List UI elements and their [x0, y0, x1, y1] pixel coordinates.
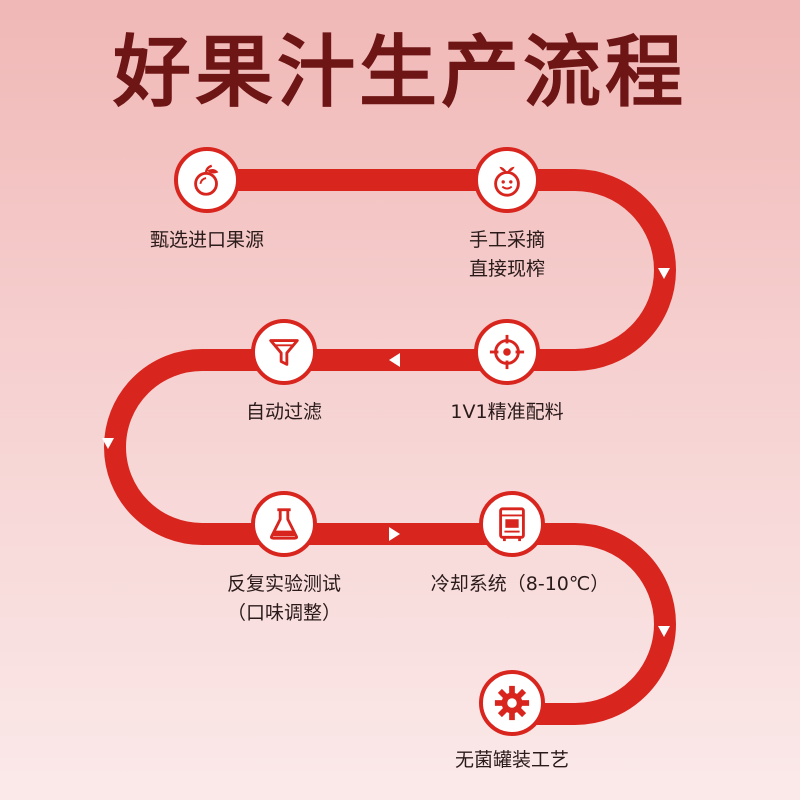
- step-label: 自动过滤: [245, 401, 323, 423]
- path-track: [104, 169, 676, 725]
- cooling-machine-icon: [499, 507, 525, 542]
- step-node-aseptic-filling: [479, 670, 545, 736]
- page-title: 好果汁生产流程: [112, 28, 687, 118]
- step-label: 甄选进口果源: [149, 229, 265, 251]
- direction-arrow: [658, 626, 670, 637]
- step-node-auto-filter: [251, 319, 317, 385]
- hand-picked-fruit-icon: [494, 166, 520, 197]
- step-node-lab-testing: [251, 491, 317, 557]
- step-label: 无菌罐装工艺: [454, 749, 570, 771]
- step-label: 1V1精准配料: [450, 401, 564, 423]
- lab-flask-icon: [270, 508, 298, 540]
- direction-arrow: [389, 527, 400, 541]
- direction-arrow: [658, 268, 670, 279]
- filter-funnel-icon: [269, 339, 299, 366]
- step-node-precise-ingredients: [474, 319, 540, 385]
- target-crosshair-icon: [489, 334, 525, 370]
- orange-icon: [194, 164, 219, 196]
- step-label: 反复实验测试 （口味调整）: [226, 573, 342, 624]
- step-label: 冷却系统（8-10℃）: [430, 573, 610, 595]
- step-label: 手工采摘 直接现榨: [468, 229, 546, 280]
- step-node-hand-picked: [474, 147, 540, 213]
- direction-arrow: [389, 353, 400, 367]
- direction-arrow: [102, 438, 114, 449]
- gear-icon: [494, 685, 530, 721]
- step-node-fruit-source: [174, 147, 240, 213]
- step-node-cooling: [479, 491, 545, 557]
